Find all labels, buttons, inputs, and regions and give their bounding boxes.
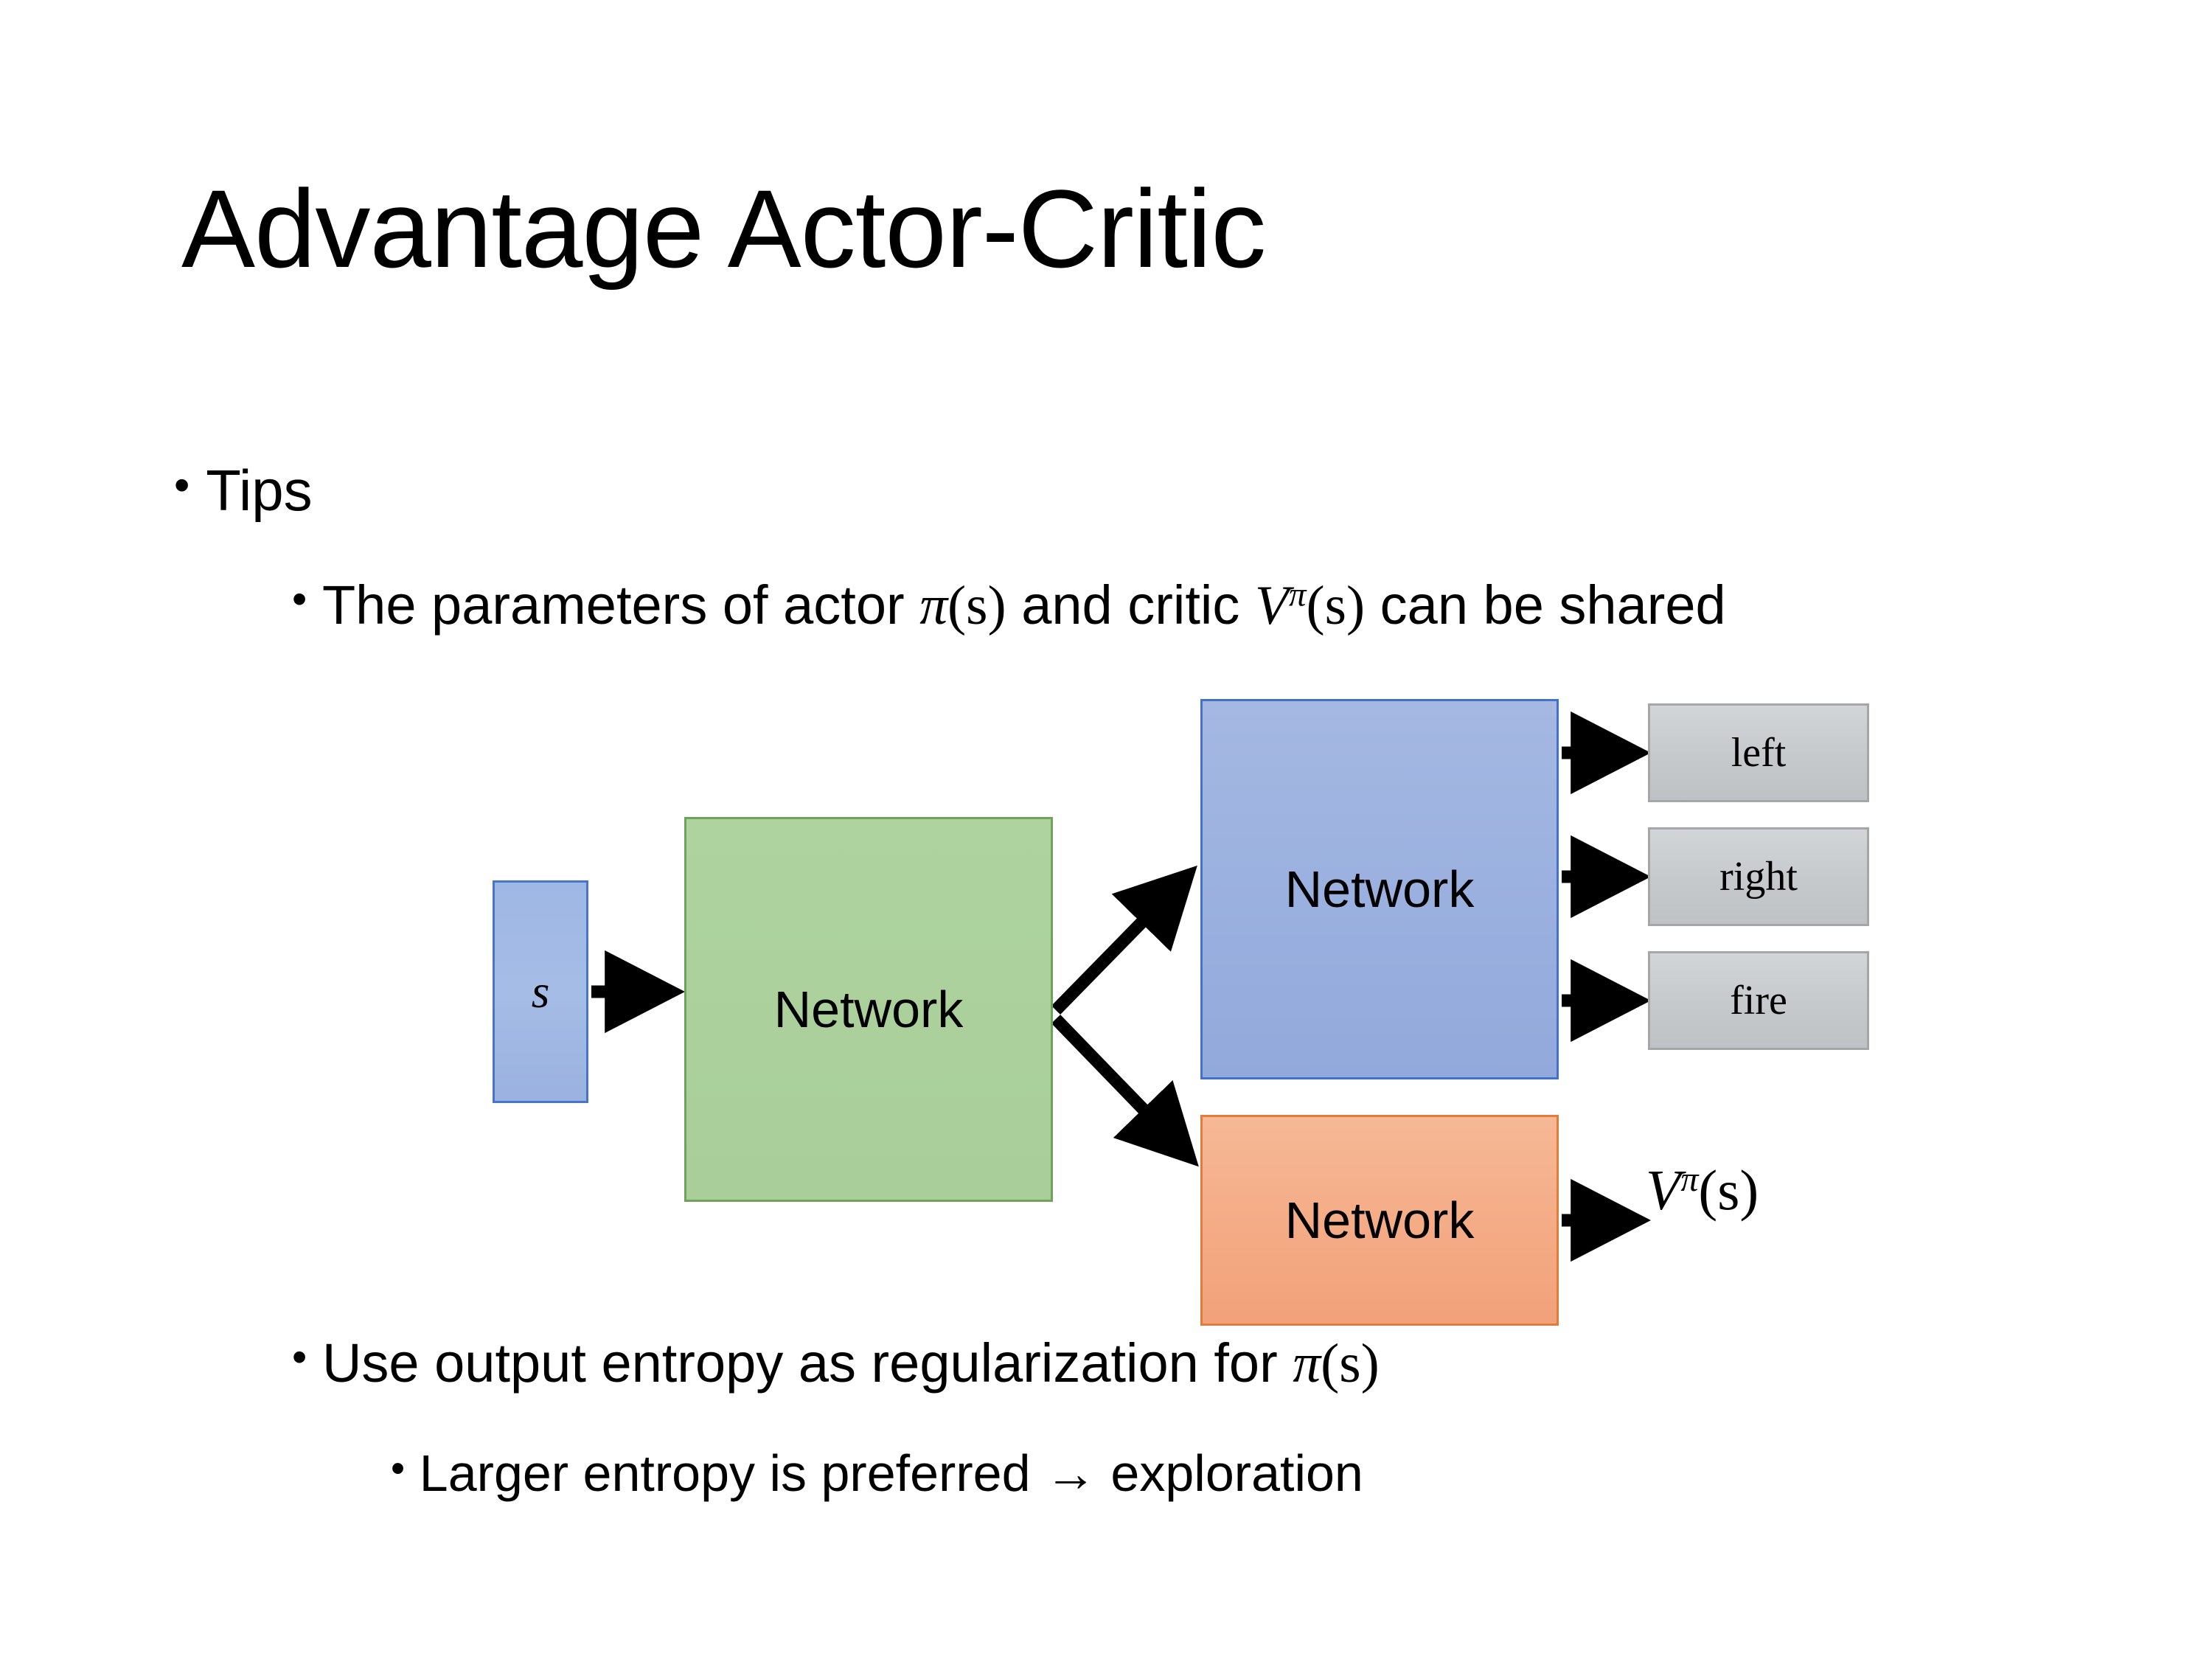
policy-symbol-args: (s) (1321, 1333, 1380, 1394)
bullet-shared-parameters: • The parameters of actor π(s) and criti… (292, 574, 2062, 639)
value-symbol-superscript: π (1680, 1160, 1699, 1200)
page-title: Advantage Actor-Critic (181, 167, 1266, 291)
value-symbol: Vπ(s) (1646, 1158, 1759, 1222)
bullet-larger-entropy: • Larger entropy is preferred → explorat… (391, 1444, 1363, 1503)
critic-network-node[interactable]: Network (1200, 1115, 1559, 1326)
value-symbol-base: V (1646, 1158, 1681, 1222)
action-output-label: right (1719, 854, 1798, 900)
actor-network-node[interactable]: Network (1200, 699, 1559, 1079)
bullet-larger-entropy-label: Larger entropy is preferred → exploratio… (419, 1444, 1363, 1502)
shared-params-prefix: The parameters of actor (321, 574, 920, 636)
state-input-node[interactable]: s (493, 880, 588, 1103)
policy-symbol: π(s) (1293, 1333, 1379, 1394)
action-output-left[interactable]: left (1648, 703, 1869, 802)
arrow-shared-to-critic (1051, 1015, 1199, 1167)
critic-network-label: Network (1284, 1192, 1475, 1249)
critic-symbol-args: (s) (1306, 575, 1366, 636)
action-output-fire[interactable]: fire (1648, 951, 1869, 1050)
shared-network-node[interactable]: Network (684, 817, 1053, 1202)
bullet-entropy-regularization: • Use output entropy as regularization f… (292, 1332, 1380, 1396)
action-output-label: left (1731, 730, 1787, 776)
shared-params-middle: and critic (1006, 574, 1255, 636)
bullet-marker-icon: • (174, 459, 190, 510)
state-input-label: s (531, 965, 550, 1018)
actor-network-label: Network (1284, 860, 1475, 918)
bullet-shared-parameters-content: The parameters of actor π(s) and critic … (322, 574, 1726, 639)
shared-network-label: Network (773, 981, 964, 1038)
arrow-shared-to-actor (1051, 865, 1197, 1015)
critic-symbol: Vπ(s) (1255, 575, 1365, 636)
actor-symbol-base: π (919, 575, 948, 636)
actor-symbol: π(s) (919, 575, 1006, 636)
action-output-label: fire (1730, 978, 1787, 1023)
bullet-tips-label: Tips (206, 458, 313, 523)
value-symbol-args: (s) (1698, 1158, 1759, 1222)
bullet-entropy-content: Use output entropy as regularization for… (322, 1332, 1380, 1396)
critic-value-output-label: Vπ(s) (1646, 1158, 1759, 1223)
policy-symbol-base: π (1293, 1333, 1321, 1394)
actor-symbol-args: (s) (947, 575, 1006, 636)
bullet-marker-icon: • (391, 1445, 406, 1491)
entropy-prefix: Use output entropy as regularization for (321, 1332, 1293, 1394)
bullet-marker-icon: • (292, 1333, 307, 1381)
shared-params-suffix: can be shared (1365, 574, 1726, 636)
bullet-tips: • Tips (174, 457, 313, 524)
critic-symbol-base: V (1254, 575, 1290, 636)
action-output-right[interactable]: right (1648, 827, 1869, 926)
bullet-marker-icon: • (292, 575, 307, 623)
critic-symbol-superscript: π (1289, 575, 1307, 614)
